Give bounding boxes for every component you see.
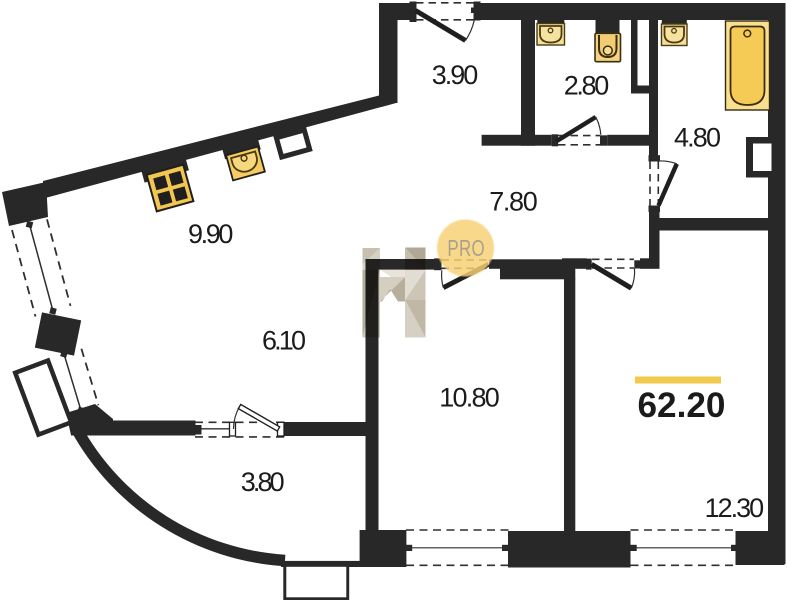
svg-text:4.80: 4.80	[674, 123, 721, 153]
svg-text:9.90: 9.90	[188, 219, 234, 249]
svg-text:12.30: 12.30	[705, 493, 765, 523]
svg-text:62.20: 62.20	[638, 386, 726, 425]
svg-text:3.80: 3.80	[241, 467, 285, 497]
svg-text:6.10: 6.10	[262, 326, 306, 356]
svg-text:7.80: 7.80	[489, 187, 538, 217]
svg-text:2.80: 2.80	[564, 71, 610, 101]
svg-text:3.90: 3.90	[432, 60, 479, 90]
svg-text:10.80: 10.80	[439, 383, 500, 413]
svg-text:PRO: PRO	[447, 235, 485, 261]
